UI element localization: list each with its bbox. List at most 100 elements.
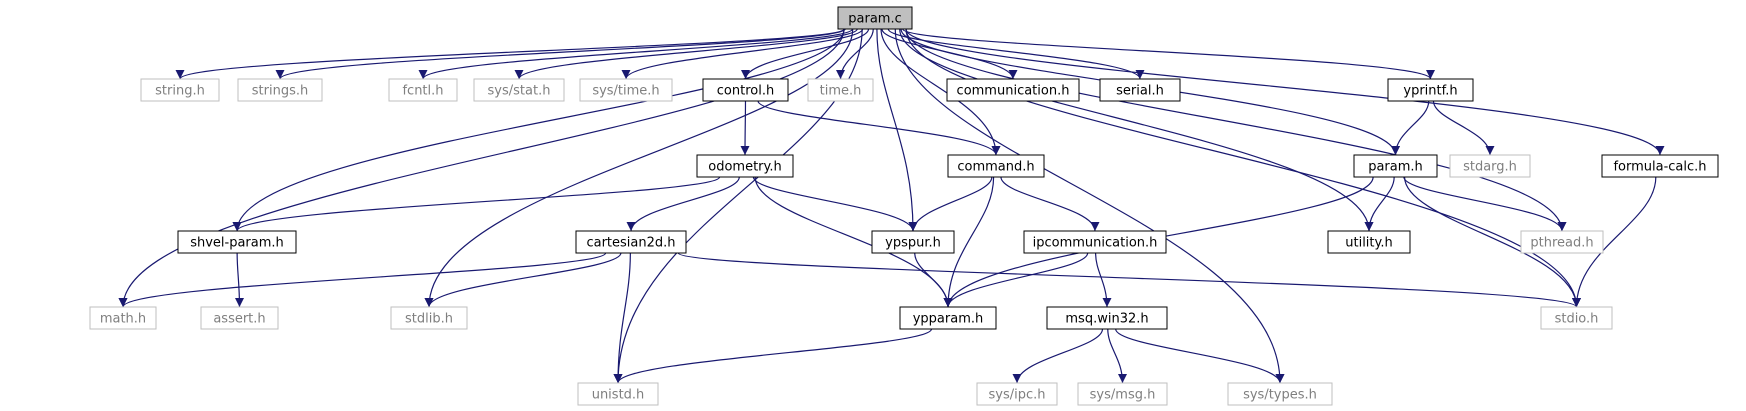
node-label: sys/types.h [1243, 388, 1317, 403]
node-communication-h[interactable]: communication.h [946, 78, 1080, 102]
edge [1012, 328, 1104, 384]
edge [894, 28, 1285, 384]
edge-param_c-to-serial_h [887, 28, 1145, 80]
edge-param_c-to-utility_h [899, 28, 1374, 232]
edge [118, 28, 845, 308]
node-formula-calc-h[interactable]: formula-calc.h [1601, 154, 1719, 178]
node-box [899, 306, 997, 330]
node-param-c[interactable]: param.c [837, 6, 913, 30]
node-odometry-h[interactable]: odometry.h [696, 154, 794, 178]
node-shvel-param-h[interactable]: shvel-param.h [177, 230, 297, 254]
node-box [1046, 306, 1168, 330]
edge [876, 28, 918, 232]
node-param-h[interactable]: param.h [1353, 154, 1438, 178]
node-label: stdlib.h [405, 312, 453, 327]
edge-msq_win32_h-to-sys_ipc_h [1012, 328, 1104, 384]
edge [613, 28, 863, 384]
node-ipcommunication-h[interactable]: ipcommunication.h [1023, 230, 1167, 254]
edge [902, 28, 1435, 80]
edge [232, 176, 721, 232]
edge [757, 100, 1001, 156]
edge [424, 28, 854, 308]
node-box [390, 306, 468, 330]
node-box [89, 306, 157, 330]
node-utility-h[interactable]: utility.h [1327, 230, 1411, 254]
node-label: assert.h [213, 312, 265, 327]
edge-param_c-to-string_h [175, 28, 845, 80]
edge [887, 28, 1145, 80]
node-serial-h[interactable]: serial.h [1099, 78, 1181, 102]
edge-param_h-to-utility_h [1364, 176, 1395, 232]
node-label: formula-calc.h [1613, 160, 1706, 175]
node-string-h: string.h [140, 78, 220, 102]
edge-param_h-to-pthread_h [1403, 176, 1567, 232]
edge-odometry_h-to-shvel_param_h [232, 176, 721, 232]
node-label: time.h [820, 84, 862, 99]
edge [836, 28, 874, 80]
node-cartesian2d-h[interactable]: cartesian2d.h [575, 230, 687, 254]
node-sys-msg-h: sys/msg.h [1077, 382, 1168, 406]
node-pthread-h: pthread.h [1520, 230, 1604, 254]
edge-param_c-to-command_h [880, 28, 1001, 156]
edge [880, 28, 1001, 156]
node-control-h[interactable]: control.h [702, 78, 789, 102]
edge [1403, 176, 1581, 308]
node-sys-ipc-h: sys/ipc.h [976, 382, 1058, 406]
edge-command_h-to-ypspur_h [908, 176, 993, 232]
edge-param_c-to-ypspur_h [876, 28, 918, 232]
edge-param_c-to-shvel_param_h [232, 28, 845, 232]
node-box [1099, 78, 1181, 102]
edge-cartesian2d_h-to-stdlib_h [424, 252, 622, 308]
node-box [976, 382, 1058, 406]
node-box [946, 78, 1080, 102]
edge-ipcommunication_h-to-msq_win32_h [1095, 252, 1112, 308]
node-ypspur-h[interactable]: ypspur.h [871, 230, 955, 254]
node-box [1353, 154, 1438, 178]
edge [741, 28, 870, 80]
node-time-h: time.h [807, 78, 874, 102]
edges-layer [118, 28, 1665, 384]
node-box [702, 78, 789, 102]
edge [175, 28, 845, 80]
edge-param_c-to-sys_types_h [894, 28, 1285, 384]
node-box [696, 154, 794, 178]
edge [118, 252, 607, 308]
edge [275, 28, 846, 80]
edge [1107, 328, 1127, 384]
edge-param_c-to-formula_calc_h [905, 28, 1665, 156]
node-ypparam-h[interactable]: ypparam.h [899, 306, 997, 330]
node-box [1023, 230, 1167, 254]
node-fcntl-h: fcntl.h [388, 78, 458, 102]
node-sys-time-h: sys/time.h [579, 78, 673, 102]
edge [234, 252, 244, 308]
node-label: ipcommunication.h [1033, 236, 1158, 251]
node-label: sys/time.h [592, 84, 659, 99]
edge [1000, 176, 1100, 232]
node-label: ypspur.h [885, 236, 941, 251]
edge [613, 328, 933, 384]
edge-odometry_h-to-ypspur_h [752, 176, 918, 232]
node-strings-h: strings.h [237, 78, 323, 102]
node-label: stdio.h [1555, 312, 1599, 327]
edge [752, 176, 918, 232]
node-label: msq.win32.h [1065, 312, 1148, 327]
edge [1095, 252, 1112, 308]
edge-param_c-to-yprintf_h [902, 28, 1435, 80]
node-label: param.c [848, 12, 901, 27]
edge-param_c-to-unistd_h [613, 28, 863, 384]
node-math-h: math.h [89, 306, 157, 330]
edge-formula_calc_h-to-stdio_h [1572, 176, 1657, 308]
node-label: strings.h [252, 84, 308, 99]
edge-msq_win32_h-to-sys_types_h [1115, 328, 1285, 384]
node-box [575, 230, 687, 254]
node-box [837, 6, 913, 30]
node-msq-win32-h[interactable]: msq.win32.h [1046, 306, 1168, 330]
node-assert-h: assert.h [200, 306, 279, 330]
node-label: command.h [957, 160, 1034, 175]
node-command-h[interactable]: command.h [947, 154, 1045, 178]
node-yprintf-h[interactable]: yprintf.h [1387, 78, 1474, 102]
edge-ypparam_h-to-unistd_h [613, 328, 933, 384]
edge [905, 28, 1567, 232]
